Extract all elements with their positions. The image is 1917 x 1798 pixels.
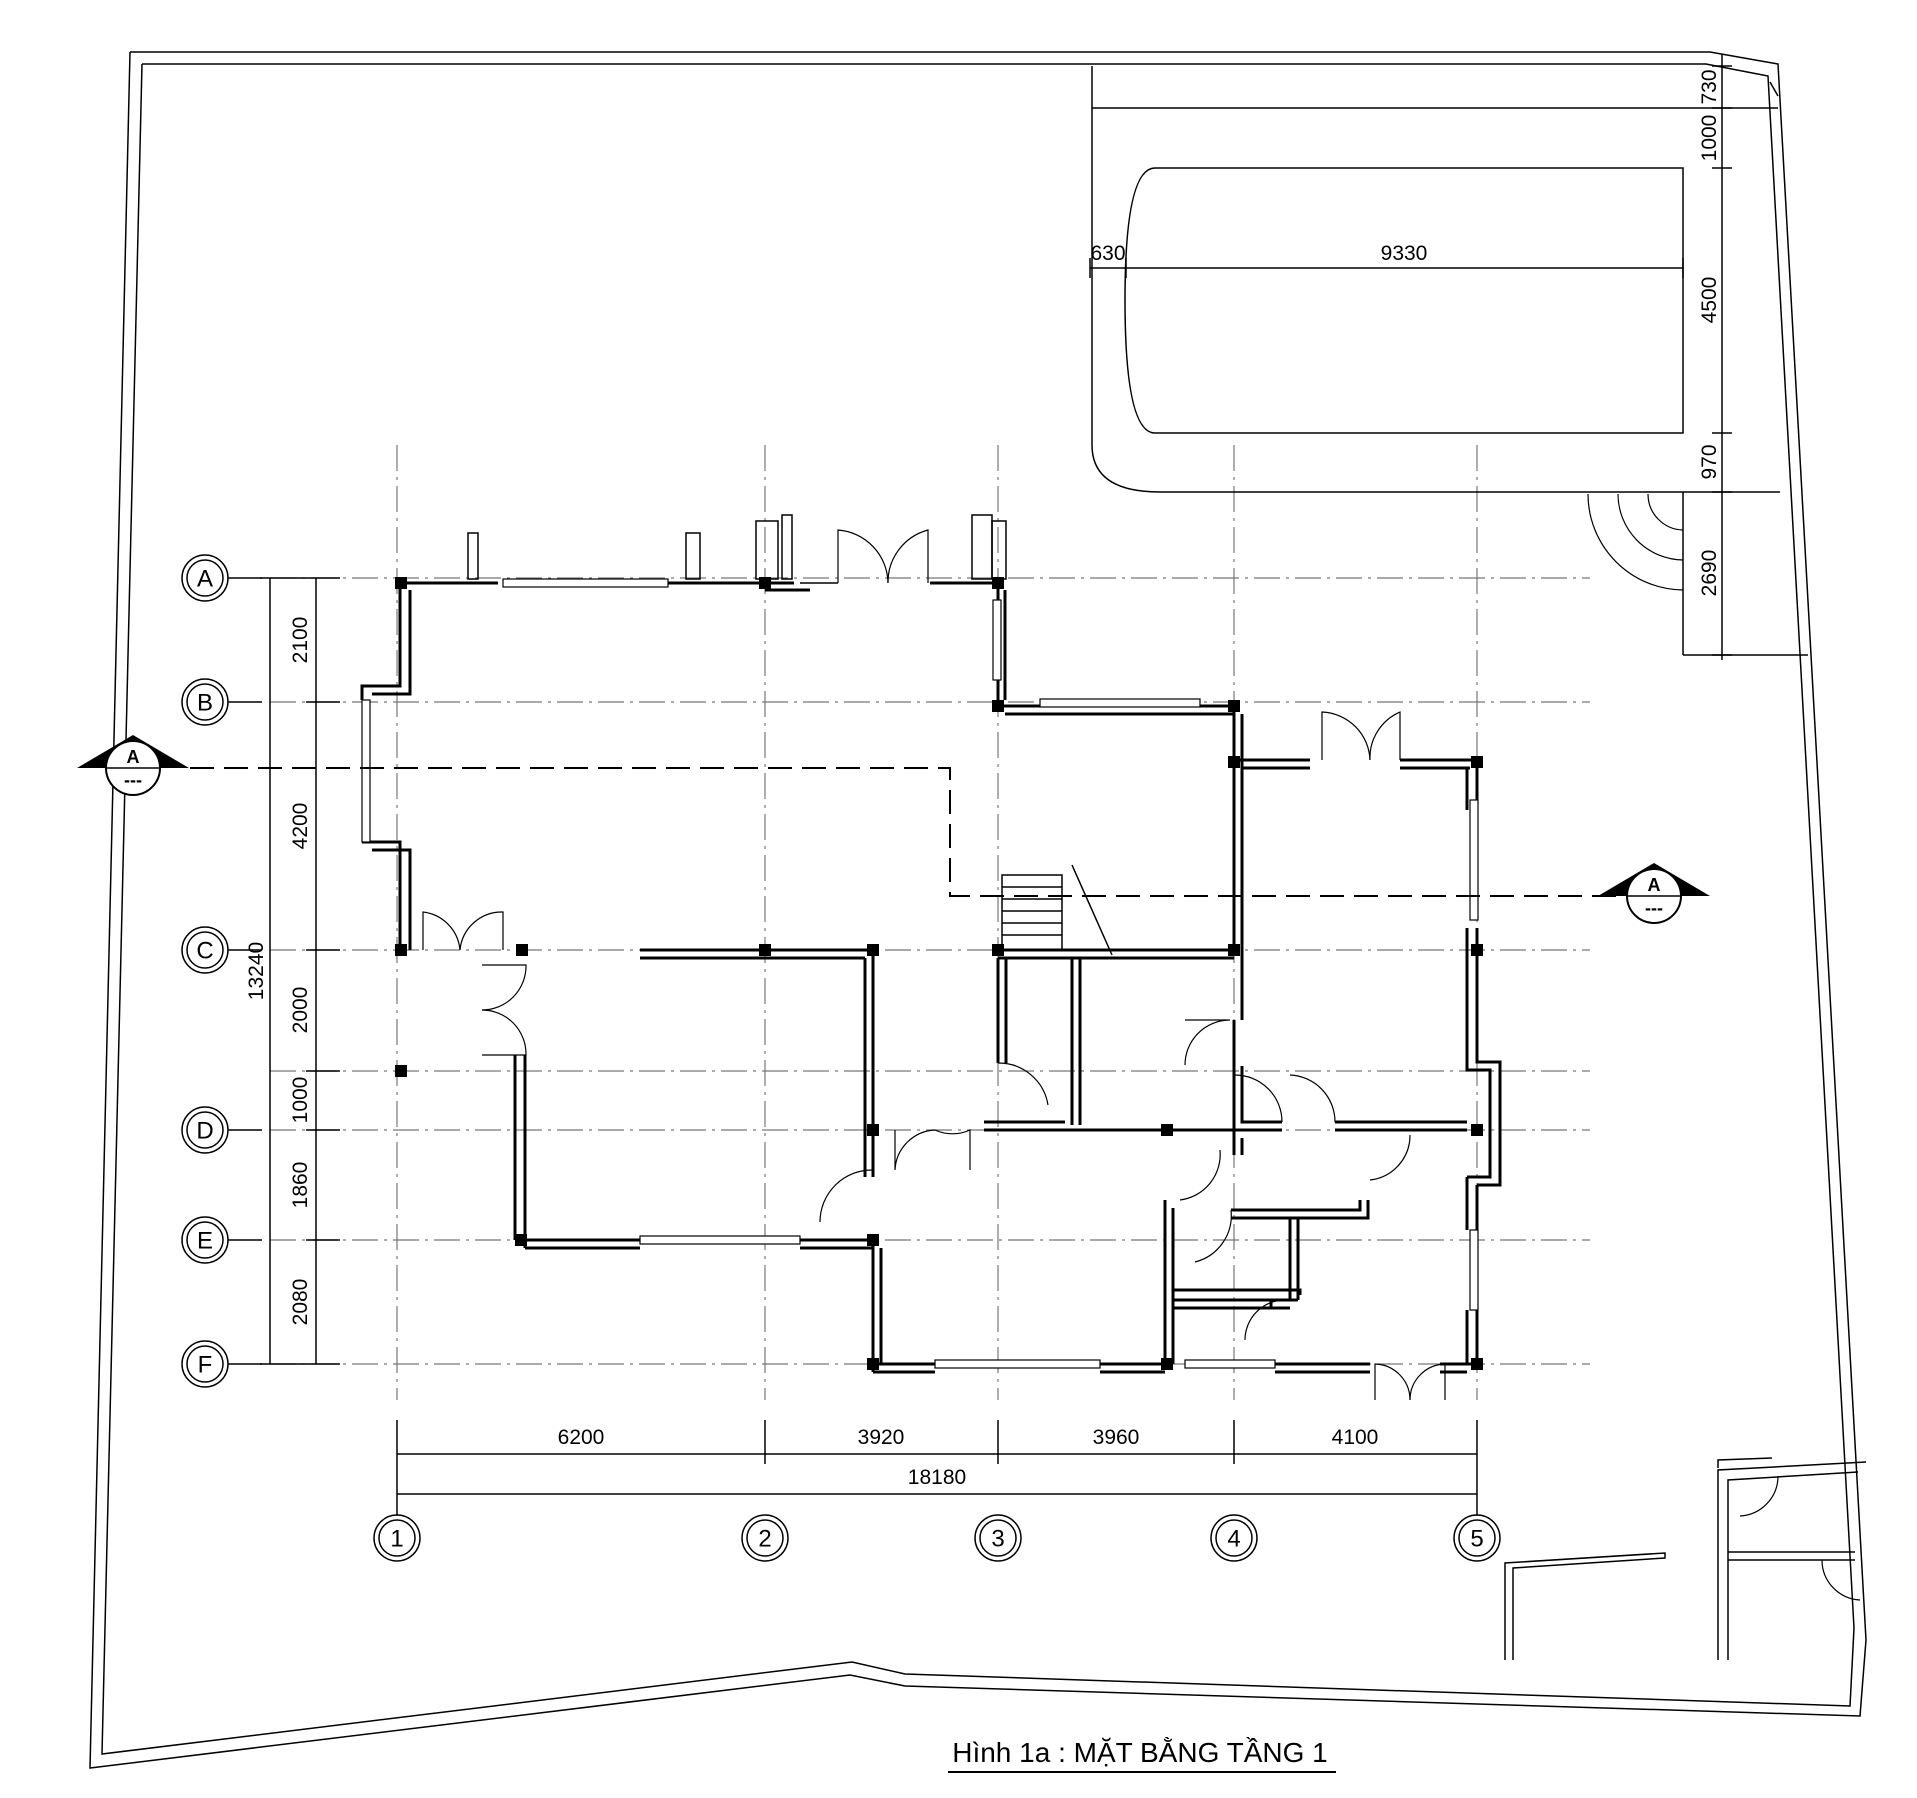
axis-label-b: B [197, 690, 213, 717]
site-boundary [89, 51, 1867, 1769]
row-axis-markers: A B C D E F [181, 554, 262, 1388]
pool-height-730: 730 [1698, 69, 1721, 104]
axis-label-4: 4 [1227, 1526, 1240, 1553]
exterior-walls [360, 581, 1502, 1374]
col-dim-4100: 4100 [1332, 1426, 1379, 1449]
row-dim-total-13240: 13240 [245, 942, 268, 1000]
row-dim-2000: 2000 [289, 987, 312, 1034]
pool-height-4500: 4500 [1698, 277, 1721, 324]
col-dim-3920: 3920 [858, 1426, 905, 1449]
columns [395, 577, 1483, 1370]
pool-area [1091, 66, 1808, 656]
axis-label-d: D [196, 1118, 213, 1145]
axis-label-f: F [198, 1352, 213, 1379]
axis-bubble-1: 1 [373, 1504, 421, 1562]
axis-label-1: 1 [390, 1526, 403, 1553]
axis-label-c: C [196, 938, 213, 965]
entrance-features [467, 514, 1007, 584]
section-sublabel-right: --- [1645, 898, 1663, 918]
axis-bubble-d: D [181, 1106, 262, 1154]
row-dim-2100: 2100 [289, 617, 312, 664]
axis-label-2: 2 [758, 1526, 771, 1553]
pool-height-970: 970 [1698, 444, 1721, 479]
staircase [1001, 864, 1113, 956]
section-label-right: A [1648, 875, 1661, 895]
axis-label-5: 5 [1470, 1526, 1483, 1553]
row-dim-1000: 1000 [289, 1077, 312, 1124]
column-dimensions: 6200 3920 3960 4100 18180 [396, 1420, 1478, 1504]
section-label-left: A [127, 747, 140, 767]
axis-label-3: 3 [991, 1526, 1004, 1553]
section-marker-left: A --- [77, 735, 189, 796]
axis-bubble-a: A [181, 554, 262, 602]
col-dim-total-18180: 18180 [908, 1466, 966, 1489]
col-dim-3960: 3960 [1093, 1426, 1140, 1449]
pool-height-1000: 1000 [1698, 115, 1721, 162]
axis-bubble-e: E [181, 1216, 262, 1264]
pool-width-630: 630 [1090, 242, 1125, 265]
row-dimensions: 2100 4200 2000 1000 1860 2080 13240 [245, 577, 340, 1365]
section-marker-right: A --- [1598, 863, 1710, 924]
pool-width-9330: 9330 [1381, 242, 1428, 265]
interior-walls [640, 948, 1467, 1364]
axis-label-a: A [197, 566, 213, 593]
axis-bubble-f: F [181, 1340, 262, 1388]
pool-dimensions: 630 9330 730 1000 4500 970 2690 [1089, 54, 1732, 660]
axis-bubble-4: 4 [1210, 1514, 1258, 1562]
outbuilding [1504, 1457, 1867, 1660]
doors [422, 529, 1446, 1401]
row-dim-4200: 4200 [289, 803, 312, 850]
drawing-title: Hình 1a : MẶT BẰNG TẦNG 1 [952, 1737, 1328, 1768]
axis-bubble-c: C [181, 926, 262, 974]
axis-bubble-b: B [181, 678, 262, 726]
windows [361, 578, 1479, 1369]
row-dim-2080: 2080 [289, 1279, 312, 1326]
column-axis-markers: 1 2 3 4 5 [373, 1504, 1501, 1562]
row-dim-1860: 1860 [289, 1162, 312, 1209]
section-cut-line [190, 767, 1640, 897]
section-sublabel-left: --- [124, 770, 142, 790]
col-dim-6200: 6200 [558, 1426, 605, 1449]
drawing-caption: Hình 1a : MẶT BẰNG TẦNG 1 [948, 1737, 1336, 1773]
pool-height-2690: 2690 [1698, 550, 1721, 597]
axis-bubble-3: 3 [974, 1514, 1022, 1562]
axis-label-e: E [197, 1228, 213, 1255]
axis-bubble-2: 2 [741, 1514, 789, 1562]
grid-lines [270, 445, 1590, 1400]
axis-bubble-5: 5 [1453, 1504, 1501, 1562]
